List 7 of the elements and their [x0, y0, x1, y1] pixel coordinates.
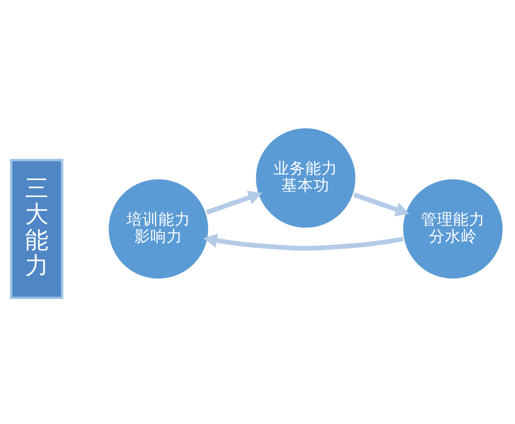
- node-circle: 培训能力 影响力: [106, 176, 211, 281]
- arrow: [353, 192, 410, 216]
- arrow: [206, 190, 262, 214]
- node-circle: 管理能力 分水岭: [400, 176, 505, 281]
- arrow: [203, 232, 404, 250]
- node-circle: 业务能力 基本功: [254, 125, 358, 230]
- node-box: 三大能力: [10, 158, 64, 299]
